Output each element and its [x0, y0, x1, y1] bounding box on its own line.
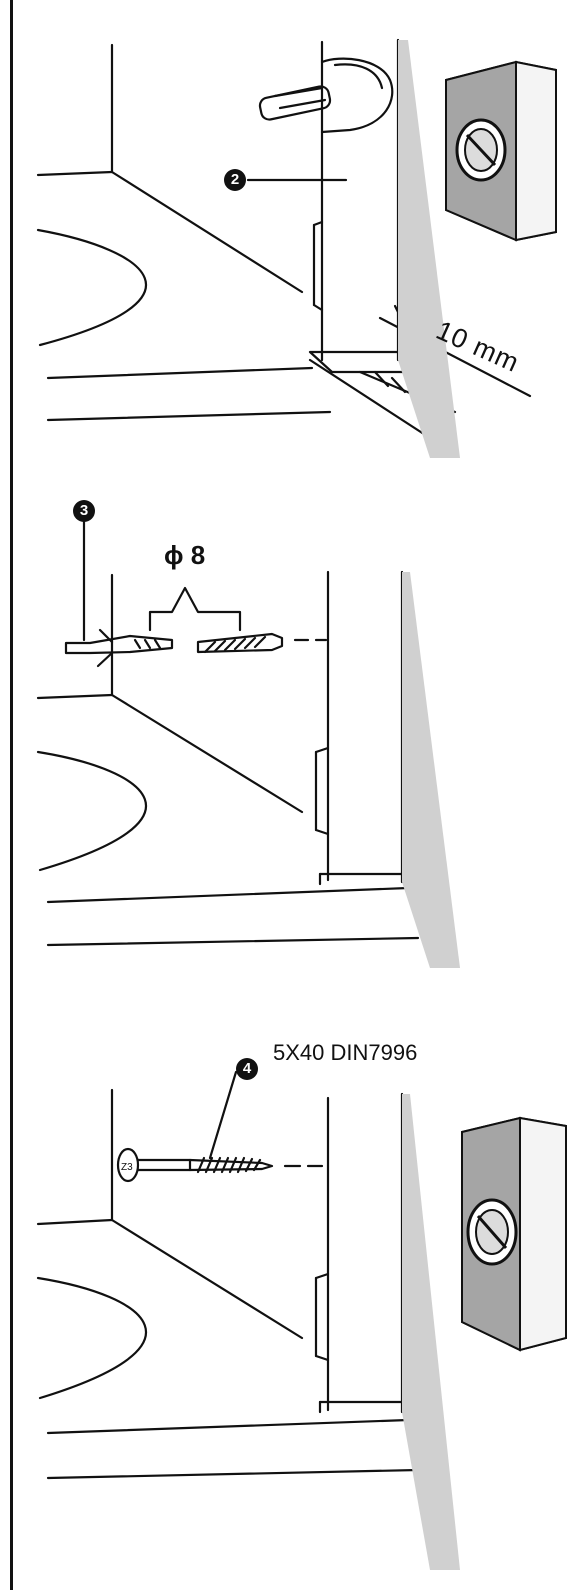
- screw-head-mark: Z3: [121, 1162, 133, 1173]
- step-badge-3: 3: [73, 500, 95, 522]
- step-badge-2: 2: [224, 169, 246, 191]
- screw-spec-label: 5X40 DIN7996: [273, 1040, 418, 1065]
- page-left-rule: [10, 0, 13, 1590]
- drill-diameter-label: ϕ 8: [164, 540, 206, 570]
- step-2-illustration: [36, 38, 557, 458]
- step-badge-4: 4: [236, 1058, 258, 1080]
- step-3-illustration: [36, 518, 460, 968]
- step-4-illustration: Z3: [36, 1070, 567, 1570]
